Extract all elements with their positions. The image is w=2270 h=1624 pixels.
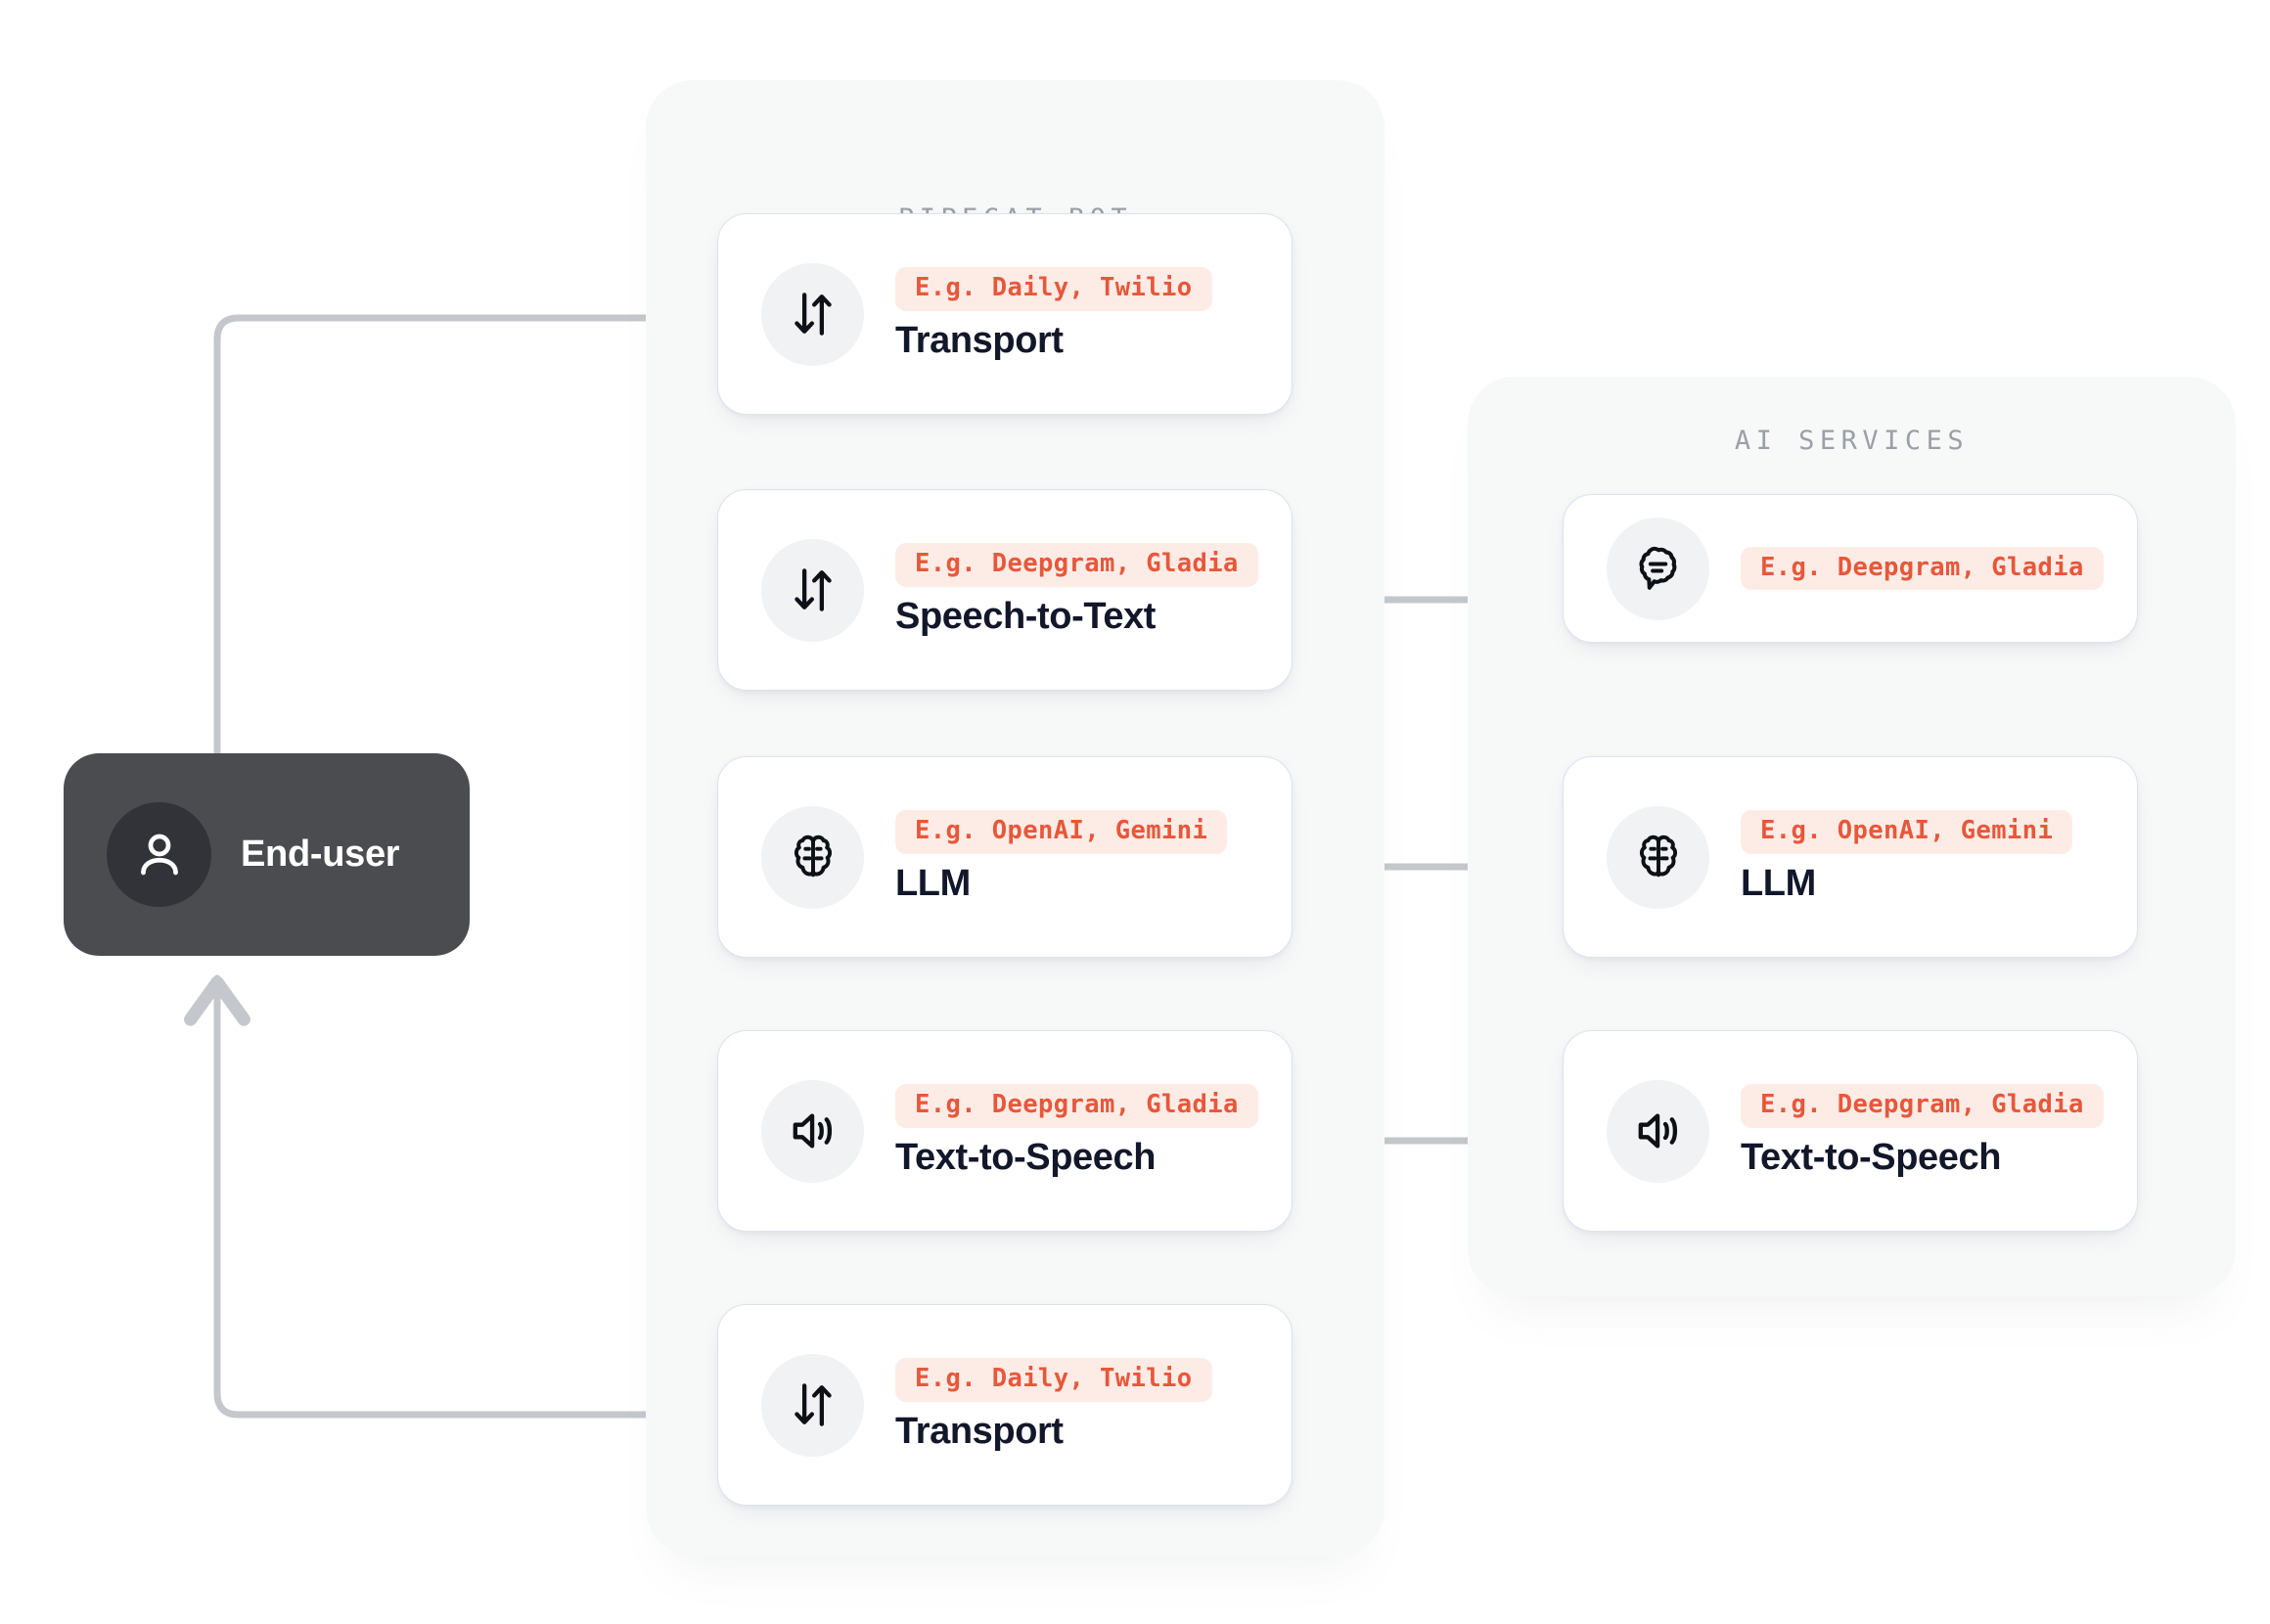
icon-wrapper xyxy=(1607,1079,1709,1183)
card-title: Transport xyxy=(895,319,1064,361)
card-title: Text-to-Speech xyxy=(895,1136,1157,1178)
icon-wrapper xyxy=(761,262,864,366)
example-badge: E.g. Daily, Twilio xyxy=(895,267,1212,311)
card-body: E.g. Deepgram, Gladia Text-to-Speech xyxy=(895,1084,1258,1177)
example-badge: E.g. Deepgram, Gladia xyxy=(1741,1084,2104,1128)
icon-wrapper xyxy=(761,538,864,642)
transport-arrows-icon xyxy=(794,568,832,611)
example-badge: E.g. Daily, Twilio xyxy=(895,1358,1212,1402)
speaker-icon xyxy=(793,1113,832,1149)
end-user-node[interactable]: End-user xyxy=(64,753,470,956)
card-body: E.g. OpenAI, Gemini LLM xyxy=(1741,810,2073,904)
card-body: E.g. OpenAI, Gemini LLM xyxy=(895,810,1228,904)
wire-transport-out-to-end-user xyxy=(184,974,710,1419)
end-user-label: End-user xyxy=(241,834,400,875)
ai-card-text-to-speech[interactable]: E.g. Deepgram, Gladia Text-to-Speech xyxy=(1563,1030,2138,1232)
brain-icon xyxy=(794,835,832,878)
ai-services-panel-title: AI SERVICES xyxy=(1734,426,1970,456)
person-icon xyxy=(140,834,178,875)
wire-end-user-to-transport-in xyxy=(213,285,701,757)
example-badge: E.g. Deepgram, Gladia xyxy=(1741,546,2104,591)
card-title: Speech-to-Text xyxy=(895,595,1157,637)
icon-wrapper xyxy=(1607,517,1709,620)
brain-icon xyxy=(1639,835,1677,878)
example-badge: E.g. OpenAI, Gemini xyxy=(895,810,1228,854)
card-body: E.g. Deepgram, Gladia Text-to-Speech xyxy=(1741,1084,2104,1177)
speaker-icon xyxy=(1638,1113,1677,1149)
icon-wrapper xyxy=(761,1079,864,1183)
card-transport-in[interactable]: E.g. Daily, Twilio Transport xyxy=(717,213,1293,415)
transport-arrows-icon xyxy=(794,1383,832,1426)
icon-wrapper xyxy=(761,1353,864,1457)
card-body: E.g. Deepgram, Gladia xyxy=(1741,546,2104,591)
example-badge: E.g. Deepgram, Gladia xyxy=(895,1084,1258,1128)
avatar xyxy=(107,802,211,907)
icon-wrapper xyxy=(1607,805,1709,909)
speech-bubble-icon xyxy=(1638,546,1676,590)
icon-wrapper xyxy=(761,805,864,909)
example-badge: E.g. Deepgram, Gladia xyxy=(895,543,1258,587)
example-badge: E.g. OpenAI, Gemini xyxy=(1741,810,2073,854)
ai-card-speech-to-text[interactable]: E.g. Deepgram, Gladia xyxy=(1563,494,2138,643)
card-llm[interactable]: E.g. OpenAI, Gemini LLM xyxy=(717,756,1293,958)
card-body: E.g. Daily, Twilio Transport xyxy=(895,1358,1212,1451)
ai-card-llm[interactable]: E.g. OpenAI, Gemini LLM xyxy=(1563,756,2138,958)
transport-arrows-icon xyxy=(794,293,832,336)
card-title: Text-to-Speech xyxy=(1741,1136,2002,1178)
card-transport-out[interactable]: E.g. Daily, Twilio Transport xyxy=(717,1304,1293,1506)
card-text-to-speech[interactable]: E.g. Deepgram, Gladia Text-to-Speech xyxy=(717,1030,1293,1232)
card-speech-to-text[interactable]: E.g. Deepgram, Gladia Speech-to-Text xyxy=(717,489,1293,691)
card-title: Transport xyxy=(895,1410,1064,1452)
card-title: LLM xyxy=(895,862,971,904)
card-body: E.g. Deepgram, Gladia Speech-to-Text xyxy=(895,543,1258,636)
card-body: E.g. Daily, Twilio Transport xyxy=(895,267,1212,360)
card-title: LLM xyxy=(1741,862,1816,904)
